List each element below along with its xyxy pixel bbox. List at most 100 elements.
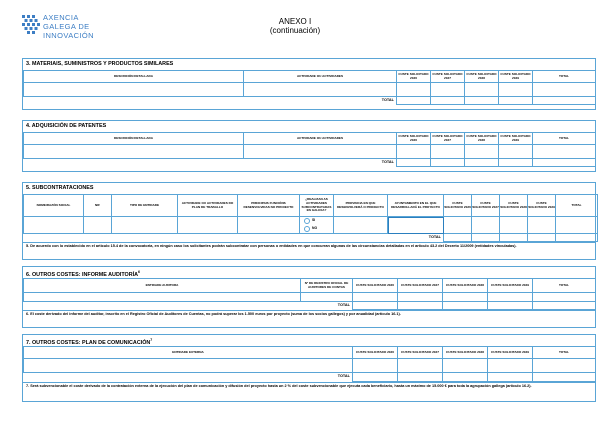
col-header: CUSTE SOLICITADO 2026 [352,346,398,359]
total-2027-cell[interactable] [397,301,443,310]
section-6-title: 6. OUTROS COSTES: INFORME AUDITORÍA6 [26,270,140,278]
section-3-table: DESCRICIÓN DETALLADA ACTIVIDADE OU ACTIV… [23,70,596,105]
section-4-title: 4. ADQUISICIÓN DE PATENTES [26,123,107,129]
cost-2028-cell[interactable] [464,82,499,97]
page-title: ANEXO I (continuación) [250,17,340,35]
description-cell[interactable] [23,82,244,97]
total-2028-cell[interactable] [499,233,528,242]
total-label: TOTAL [23,301,353,310]
total-cell[interactable] [532,144,596,159]
col-header: CUSTE SOLICITADO 2027 [471,194,500,217]
name-cell[interactable] [23,216,84,234]
cost-2027-cell[interactable] [430,144,465,159]
col-header: CUSTE SOLICITADO 2028 [464,70,499,83]
section-4-table: DESCRICIÓN DETALLADA ACTIVIDADE OU ACTIV… [23,132,596,167]
total-2029-cell[interactable] [498,96,533,105]
cost-2027-cell[interactable] [430,82,465,97]
section-5: 5. SUBCONTRATACIONES NOME/RAZÓN SOCIAL N… [22,182,598,260]
grand-total-cell[interactable] [555,233,598,242]
col-header: CUSTE SOLICITADO 2027 [397,278,443,293]
total-cell[interactable] [532,292,596,302]
total-label: TOTAL [23,158,397,167]
total-2029-cell[interactable] [487,372,533,382]
cost-2027-cell[interactable] [471,216,500,234]
cost-2026-cell[interactable] [396,82,431,97]
col-header: CUSTE SOLICITADO 2026 [352,278,398,293]
total-2027-cell[interactable] [430,158,465,167]
grand-total-cell[interactable] [532,158,596,167]
cost-2028-cell[interactable] [442,292,488,302]
col-header: Nº DE REXISTRO OFICIAL DE AUDITORES DE C… [300,278,353,293]
cost-2029-cell[interactable] [487,358,533,373]
activity-cell[interactable] [243,82,397,97]
section-6: 6. OUTROS COSTES: INFORME AUDITORÍA6 ENT… [22,266,596,328]
col-header: TOTAL [532,346,596,359]
auditor-cell[interactable] [23,292,301,302]
section-3: 3. MATERIAIS, SUMINISTROS Y PRODUCTOS SI… [22,58,596,110]
total-2028-cell[interactable] [464,158,499,167]
total-2026-cell[interactable] [443,233,472,242]
total-2027-cell[interactable] [397,372,443,382]
total-2026-cell[interactable] [352,372,398,382]
section-3-title: 3. MATERIAIS, SUMINISTROS Y PRODUCTOS SI… [26,61,174,67]
functions-cell[interactable] [237,216,300,234]
total-2029-cell[interactable] [498,158,533,167]
total-2028-cell[interactable] [464,96,499,105]
province-cell[interactable] [333,216,388,234]
cost-2026-cell[interactable] [352,358,398,373]
col-header: DESCRICIÓN DETALLADA [23,70,244,83]
cost-2026-cell[interactable] [396,144,431,159]
galicia-radio-group: SI NO [299,216,334,234]
total-cell[interactable] [532,82,596,97]
logo-mark-icon [22,15,40,34]
col-header: CUSTE SOLICITADO 2029 [487,346,533,359]
grand-total-cell[interactable] [532,372,596,382]
municipality-cell[interactable] [387,216,444,234]
col-header: CUSTE SOLICITADO 2028 [464,132,499,145]
description-cell[interactable] [23,144,244,159]
cost-2029-cell[interactable] [498,82,533,97]
registry-cell[interactable] [300,292,353,302]
total-2027-cell[interactable] [471,233,500,242]
activity-cell[interactable] [177,216,238,234]
total-label: TOTAL [23,96,397,105]
cost-2028-cell[interactable] [464,144,499,159]
total-2027-cell[interactable] [430,96,465,105]
entity-type-cell[interactable] [111,216,178,234]
col-header: TOTAL [532,70,596,83]
total-cell[interactable] [555,216,598,234]
total-2028-cell[interactable] [442,301,488,310]
radio-no[interactable]: NO [300,225,333,233]
total-2029-cell[interactable] [487,301,533,310]
grand-total-cell[interactable] [532,301,596,310]
total-2026-cell[interactable] [352,301,398,310]
total-2026-cell[interactable] [396,96,431,105]
col-header: CUSTE SOLICITADO 2028 [442,346,488,359]
cost-2029-cell[interactable] [527,216,556,234]
col-header: PRINCIPAIS FUNCIÓNS DESENVOLVIDAS NO PRO… [237,194,300,217]
section-7-title: 7. OUTROS COSTES: PLAN DE COMUNICACIÓN7 [26,338,153,346]
cost-2026-cell[interactable] [443,216,472,234]
nif-cell[interactable] [83,216,112,234]
total-2026-cell[interactable] [396,158,431,167]
total-2028-cell[interactable] [442,372,488,382]
cost-2029-cell[interactable] [487,292,533,302]
col-header: NOME/RAZÓN SOCIAL [23,194,84,217]
total-2029-cell[interactable] [527,233,556,242]
col-header: CUSTE SOLICITADO 2029 [527,194,556,217]
cost-2027-cell[interactable] [397,358,443,373]
col-header: CUSTE SOLICITADO 2029 [498,132,533,145]
col-header: ENTIDADE AUDITORA [23,278,301,293]
cost-2028-cell[interactable] [442,358,488,373]
total-label: TOTAL [23,372,353,382]
cost-2026-cell[interactable] [352,292,398,302]
radio-si[interactable]: SI [300,217,333,225]
total-cell[interactable] [532,358,596,373]
grand-total-cell[interactable] [532,96,596,105]
cost-2029-cell[interactable] [498,144,533,159]
section-7: 7. OUTROS COSTES: PLAN DE COMUNICACIÓN7 … [22,334,596,402]
cost-2028-cell[interactable] [499,216,528,234]
activity-cell[interactable] [243,144,397,159]
cost-2027-cell[interactable] [397,292,443,302]
external-entity-cell[interactable] [23,358,353,373]
